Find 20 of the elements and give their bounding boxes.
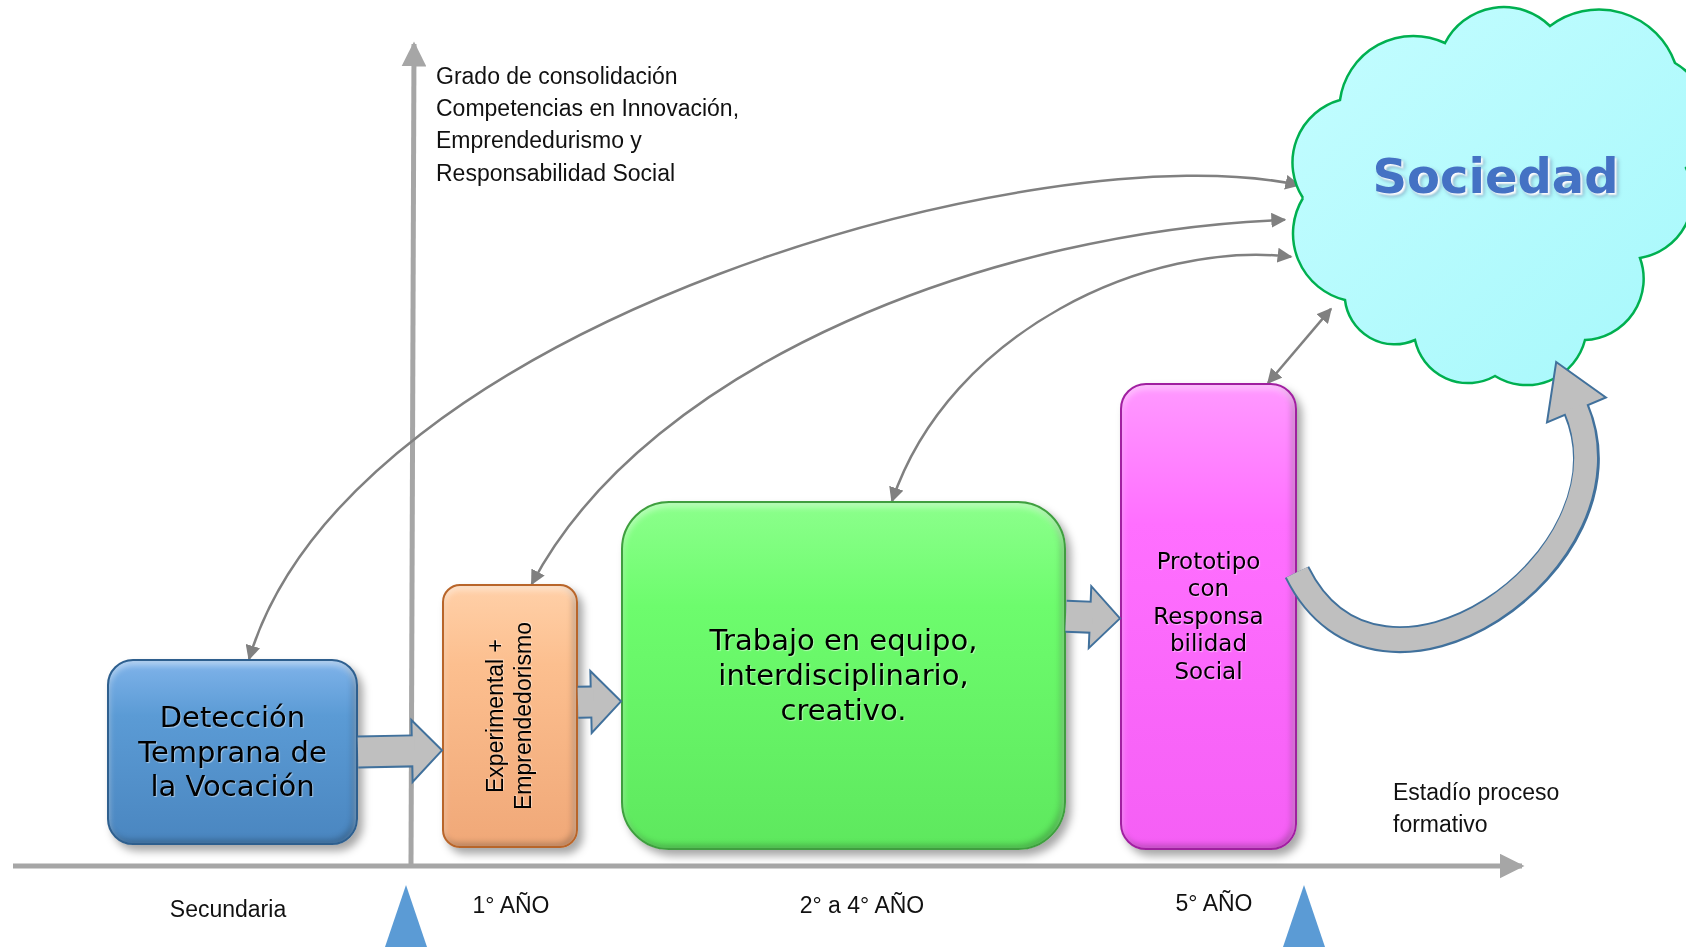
stage-label: 2° a 4° AÑO (798, 891, 926, 920)
stage-label: 1° AÑO (471, 891, 551, 920)
block-arrow (1065, 583, 1122, 651)
block-arrow (577, 668, 623, 736)
stage-label: Secundaria (168, 895, 288, 924)
process-box (621, 501, 1066, 850)
box-text: Detección Temprana de la Vocación (137, 699, 328, 805)
stage-label: 5° AÑO (1174, 889, 1254, 918)
curved-arrow (890, 248, 1293, 503)
process-box (1120, 383, 1297, 850)
box-text: Experimental + Emprendedorismo (482, 621, 537, 812)
vertical-process-box (442, 584, 578, 848)
axis-title: Grado de consolidación Competencias en Innovación, Emprendedurismo y Responsabilidad Social (436, 62, 741, 188)
process-box (107, 659, 358, 845)
box-text: Prototipo con Responsa bilidad Social (1152, 547, 1265, 686)
block-arrow (357, 717, 444, 785)
curved-block-arrow (1285, 360, 1608, 653)
curved-arrow (530, 213, 1287, 586)
axis-title: Estadío proceso formativo (1393, 778, 1561, 840)
box-text: Trabajo en equipo, interdisciplinario, creativo. (708, 623, 979, 728)
